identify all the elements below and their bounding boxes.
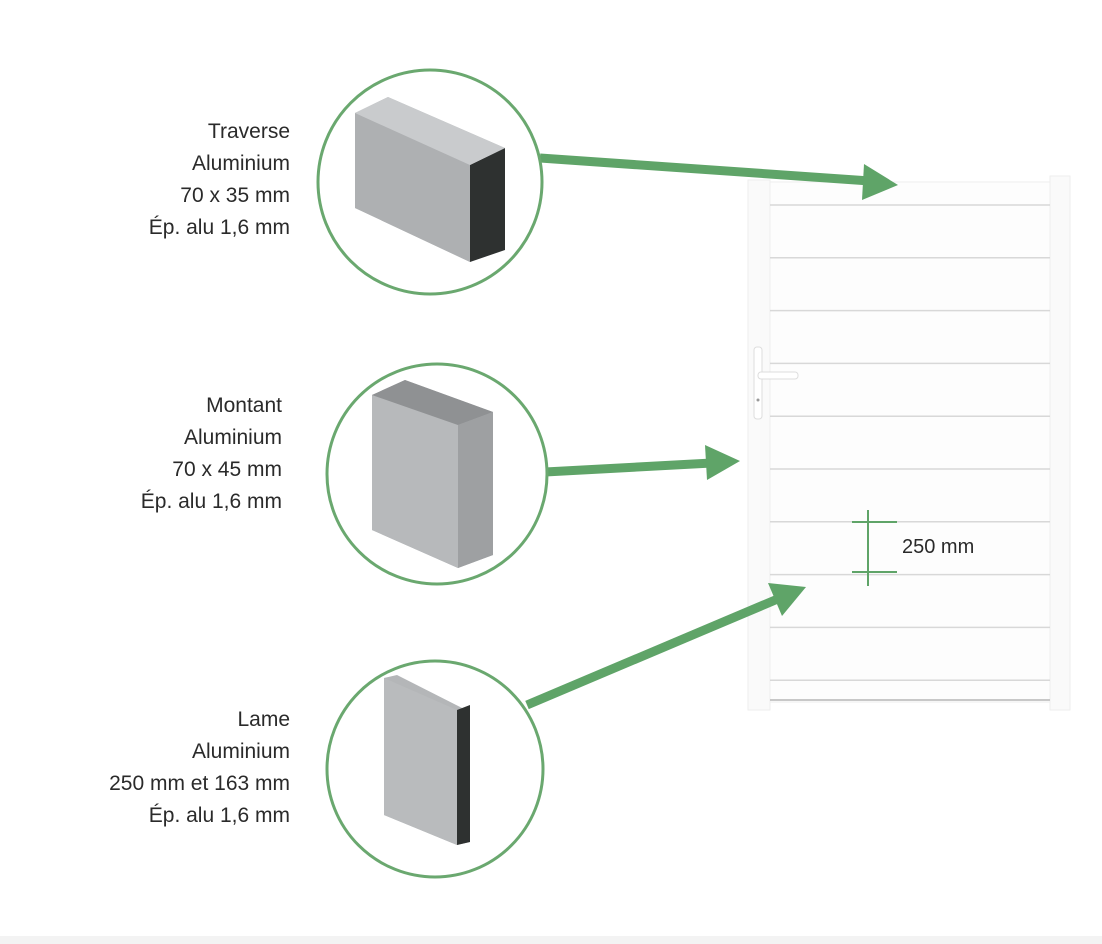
- component-thickness: Ép. alu 1,6 mm: [148, 216, 290, 239]
- footer-band: [0, 936, 1102, 944]
- arrow-lame: [525, 583, 806, 710]
- component-name: Traverse: [207, 120, 290, 143]
- lame-profile-image: [325, 659, 545, 879]
- gate-left-post: [747, 179, 771, 711]
- handle-icon: [753, 346, 799, 420]
- arrow-montant: [544, 445, 740, 480]
- component-name: Lame: [237, 708, 290, 731]
- slat-height-label: 250 mm: [902, 536, 975, 558]
- component-thickness: Ép. alu 1,6 mm: [148, 804, 290, 827]
- gate-right-post: [1049, 175, 1071, 711]
- component-material: Aluminium: [183, 426, 282, 449]
- gate-panel: [769, 181, 1051, 703]
- component-size: 250 mm et 163 mm: [109, 772, 290, 795]
- component-thickness: Ép. alu 1,6 mm: [140, 490, 282, 513]
- lame-label: Lame Aluminium 250 mm et 163 mm Ép. alu …: [109, 704, 290, 832]
- traverse-profile-image: [316, 68, 544, 296]
- gate-slats: [770, 204, 1050, 681]
- montant-profile-image: [325, 362, 549, 586]
- component-name: Montant: [206, 394, 282, 417]
- arrow-traverse: [539, 153, 898, 200]
- gate: [747, 175, 1071, 711]
- component-material: Aluminium: [191, 740, 290, 763]
- component-material: Aluminium: [191, 152, 290, 175]
- dimension-marker: [852, 510, 897, 586]
- traverse-label: Traverse Aluminium 70 x 35 mm Ép. alu 1,…: [149, 116, 290, 244]
- component-size: 70 x 45 mm: [172, 458, 282, 481]
- montant-label: Montant Aluminium 70 x 45 mm Ép. alu 1,6…: [141, 390, 282, 518]
- component-size: 70 x 35 mm: [180, 184, 290, 207]
